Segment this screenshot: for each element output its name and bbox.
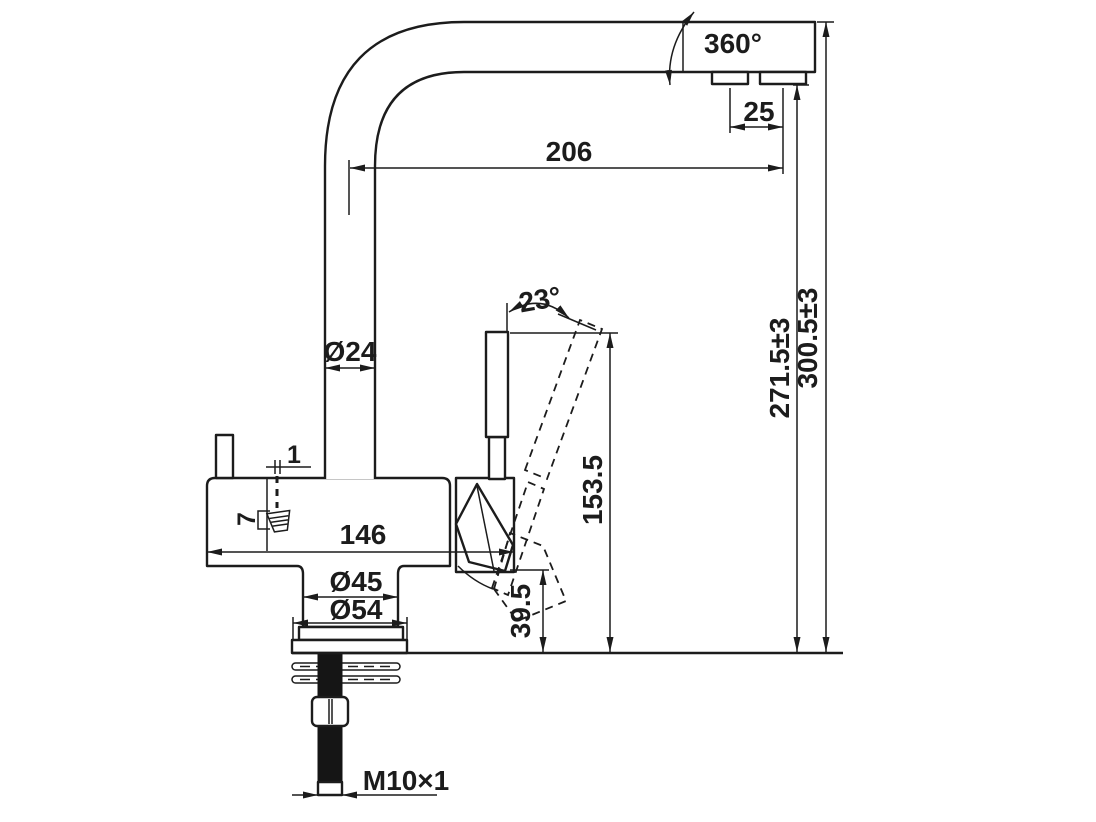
handle-height-label: 153.5 bbox=[577, 455, 608, 525]
outlet-spacing-label: 25 bbox=[743, 96, 774, 127]
body-length-label: 146 bbox=[340, 519, 387, 550]
swivel-arrow bbox=[664, 11, 695, 86]
dim-handle-angle: 23° bbox=[506, 281, 597, 332]
washers bbox=[291, 662, 401, 684]
washer-bottom bbox=[291, 675, 401, 684]
dim-aerator-gap: 1 bbox=[266, 441, 311, 508]
dim-thread: M10×1 bbox=[292, 765, 449, 799]
outlet-height-label: 271.5±3 bbox=[764, 317, 795, 418]
nozzle-filtered bbox=[710, 70, 750, 86]
hex-nut bbox=[310, 695, 350, 728]
handle-grip bbox=[484, 330, 510, 439]
spout-pipe bbox=[323, 20, 817, 479]
handle-closed bbox=[484, 330, 510, 481]
overall-height-label: 300.5±3 bbox=[792, 287, 823, 388]
flange-diameter-label: Ø54 bbox=[330, 594, 383, 625]
base-diameter-label: Ø45 bbox=[330, 566, 383, 597]
spout-reach-label: 206 bbox=[546, 136, 593, 167]
dim-outlet-height: 271.5±3 bbox=[764, 84, 809, 652]
dim-base-diameter: Ø45 bbox=[303, 566, 398, 601]
dim-filter-outlet: 7 bbox=[233, 509, 291, 533]
handle-angle-label: 23° bbox=[516, 281, 563, 319]
mounting-plate bbox=[290, 638, 409, 655]
handle-open-grip bbox=[523, 318, 604, 481]
dim-body-length: 146 bbox=[207, 519, 514, 556]
filter-knob bbox=[214, 433, 235, 480]
nozzle-main bbox=[758, 70, 808, 86]
handle-open-cap bbox=[493, 531, 568, 623]
aerator-gap-label: 1 bbox=[287, 441, 301, 469]
thread-label: M10×1 bbox=[363, 765, 449, 796]
dim-handle-height: 153.5 bbox=[510, 332, 618, 652]
bracket bbox=[257, 510, 270, 530]
swivel-label: 360° bbox=[704, 28, 762, 59]
dim-outlet-spacing: 25 bbox=[729, 88, 784, 174]
dim-underside-height: 39.5 bbox=[505, 569, 549, 652]
filter-outlet-label: 7 bbox=[233, 512, 261, 526]
washer-top bbox=[291, 662, 401, 671]
faucet-outline bbox=[205, 20, 843, 797]
handle-open-stem bbox=[490, 480, 546, 597]
lever-swing-arc bbox=[457, 565, 494, 590]
handle-stem bbox=[487, 435, 507, 481]
underside-height-label: 39.5 bbox=[505, 584, 536, 639]
filter-cup-icon bbox=[265, 509, 291, 533]
dim-pipe-diameter: Ø24 bbox=[324, 336, 377, 372]
base-flange bbox=[297, 625, 405, 642]
dim-spout-reach: 206 bbox=[348, 136, 783, 215]
dim-flange-diameter: Ø54 bbox=[292, 594, 408, 640]
handle-open-dashed bbox=[490, 318, 604, 623]
dim-overall-height: 300.5±3 bbox=[792, 21, 834, 652]
rod-tip bbox=[316, 780, 344, 797]
dim-swivel: 360° bbox=[664, 11, 762, 86]
pipe-diameter-label: Ø24 bbox=[324, 336, 377, 367]
